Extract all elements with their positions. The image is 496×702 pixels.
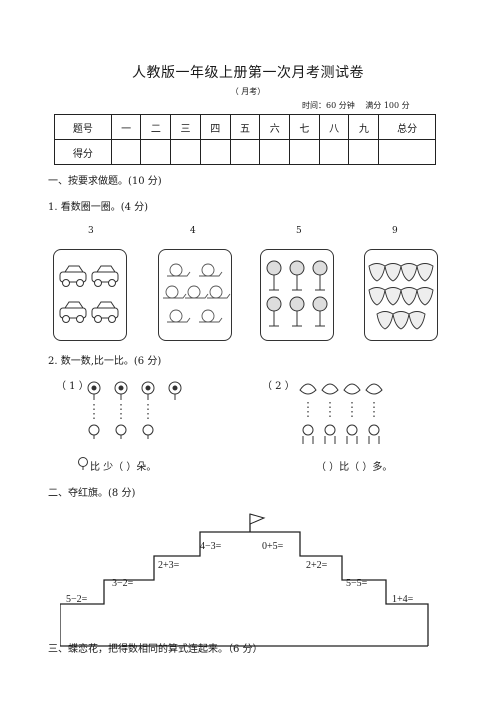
score-input-cell[interactable] (199, 139, 231, 165)
car-icon (59, 265, 119, 323)
q2-part2-label: （ 2 ） (262, 381, 295, 392)
section1-heading: 一、按要求做题。(10 分) (48, 176, 162, 187)
stair-equation[interactable]: 4−3= (200, 541, 222, 552)
q1-number: 3 (88, 226, 94, 236)
exam-full-score: 满分 100 分 (365, 101, 410, 110)
score-input-cell[interactable] (289, 139, 320, 165)
exam-time: 时间：60 分钟 (302, 101, 355, 110)
page-title: 人教版一年级上册第一次月考测试卷 (132, 65, 364, 81)
score-table-score-row: 得分 (54, 139, 436, 165)
score-input-cell[interactable] (259, 139, 291, 165)
stair-equation[interactable]: 1+4= (392, 594, 414, 605)
score-input-cell[interactable] (110, 139, 142, 165)
picture-box-cars[interactable] (53, 249, 127, 341)
score-input-cell[interactable] (170, 139, 201, 165)
q1-number: 5 (296, 226, 302, 236)
exam-info: 时间：60 分钟 满分 100 分 (302, 100, 418, 111)
q1-number: 9 (392, 226, 398, 236)
score-cell: 八 (318, 114, 350, 140)
section2-heading: 二、夺红旗。(8 分) (48, 488, 136, 499)
score-cell: 七 (289, 114, 320, 140)
stair-equation[interactable]: 5−5= (346, 578, 368, 589)
score-input-cell[interactable] (229, 139, 261, 165)
flower-comparison-icon (87, 381, 182, 439)
score-row-label: 得分 (54, 139, 112, 165)
strawberry-icon (368, 263, 434, 330)
score-table: 题号 一 二 三 四 五 六 七 八 九 总分 得分 (54, 114, 436, 165)
picture-box-strawberries[interactable] (364, 249, 438, 341)
stair-equation[interactable]: 2+3= (158, 560, 180, 571)
stair-equation[interactable]: 0+5= (262, 541, 284, 552)
score-cell: 题号 (54, 114, 112, 140)
picture-box-snails[interactable] (158, 249, 232, 341)
peach-monkey-icon (299, 383, 383, 444)
score-input-cell[interactable] (378, 139, 436, 165)
stair-equation[interactable]: 3−2= (112, 578, 134, 589)
score-cell: 三 (170, 114, 201, 140)
q1-heading: 1. 看数圈一圈。(4 分) (48, 202, 149, 213)
score-cell: 总分 (378, 114, 436, 140)
score-table-header-row: 题号 一 二 三 四 五 六 七 八 九 总分 (54, 114, 436, 140)
snail-icon (163, 263, 231, 323)
score-cell: 四 (199, 114, 231, 140)
picture-box-fans[interactable] (260, 249, 334, 341)
page-subtitle: （ 月考） (230, 87, 266, 96)
score-cell: 九 (348, 114, 380, 140)
score-cell: 二 (140, 114, 172, 140)
q1-number: 4 (190, 226, 196, 236)
q2-heading: 2. 数一数,比一比。(6 分) (48, 356, 162, 367)
fan-icon (266, 260, 328, 327)
q2-part1-label: （ 1 ） (56, 381, 89, 392)
staircase-diagram (60, 513, 429, 647)
score-cell: 一 (110, 114, 142, 140)
section3-heading: 三、蝶恋花，把得数相同的算式连起来。（6 分） (48, 644, 263, 655)
q2-part1-answer[interactable]: 比 少（ ）朵。 (90, 462, 157, 473)
score-input-cell[interactable] (140, 139, 172, 165)
q2-part2-answer[interactable]: （ ）比（ ）多。 (316, 462, 393, 473)
score-input-cell[interactable] (318, 139, 350, 165)
score-cell: 六 (259, 114, 291, 140)
stair-equation[interactable]: 5−2= (66, 594, 88, 605)
flower-icon (78, 457, 88, 470)
red-flag-icon (249, 513, 266, 525)
score-input-cell[interactable] (348, 139, 380, 165)
stair-equation[interactable]: 2+2= (306, 560, 328, 571)
score-cell: 五 (229, 114, 261, 140)
